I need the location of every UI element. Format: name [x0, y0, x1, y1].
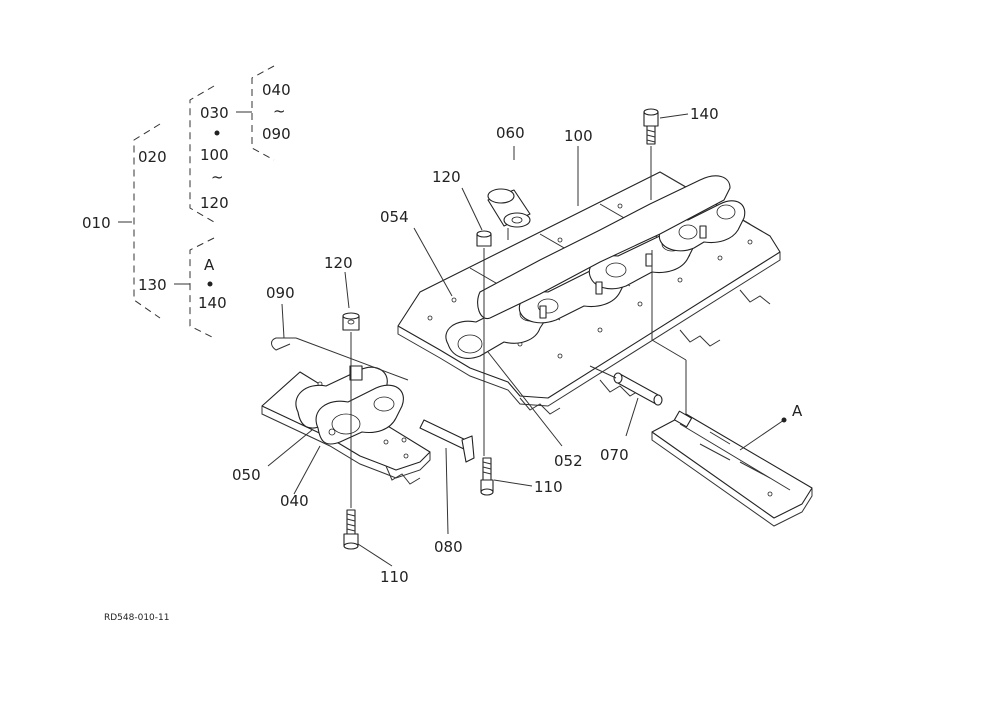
tree-group-b-dot [207, 281, 213, 287]
callout-bushing: 060 [496, 124, 525, 142]
callout-nut-lower: 120 [324, 254, 353, 272]
tree-branch-a-label: 020 [138, 148, 167, 166]
cotter-pin-part [271, 337, 296, 351]
callout-link-left: 040 [280, 492, 309, 510]
tree-group-a-bottom: 120 [200, 194, 229, 212]
pin-part [613, 372, 663, 406]
track-assembly [397, 171, 781, 415]
callout-cotter-pin: 090 [266, 284, 295, 302]
bolt-mid-part [480, 457, 494, 496]
tree-group-a-tilde: ~ [211, 168, 224, 186]
tree-subgroup-tilde: ~ [273, 102, 286, 120]
callout-bolt-top: 140 [690, 105, 719, 123]
callout-rubber-pad: A [792, 402, 803, 420]
nut-lower-part [342, 312, 360, 331]
callout-link-right: 052 [554, 452, 583, 470]
tree-subgroup-top: 040 [262, 81, 291, 99]
tree-group-a-mid: 100 [200, 146, 229, 164]
tree-root-label: 010 [82, 214, 111, 232]
track-upper-links [477, 175, 731, 320]
track-pin-bosses [539, 225, 707, 319]
shoe-assembly [261, 365, 431, 485]
tree-subgroup-bottom: 090 [262, 125, 291, 143]
callout-nut-upper: 120 [432, 168, 461, 186]
callout-shoe: 050 [232, 466, 261, 484]
nut-upper-part [476, 230, 492, 247]
callout-bolt-bottom: 110 [380, 568, 409, 586]
callout-labels: 140 060 100 120 054 120 090 A 052 070 11… [232, 105, 803, 586]
callout-clip: 080 [434, 538, 463, 556]
bolt-bottom-part [343, 509, 359, 550]
callout-pin: 070 [600, 446, 629, 464]
callout-link-shoe: 054 [380, 208, 409, 226]
tree-group-a-dot [214, 130, 220, 136]
tree-group-a-top: 030 [200, 104, 229, 122]
callout-bolt-mid: 110 [534, 478, 563, 496]
callout-pin-chain: 100 [564, 127, 593, 145]
tree-group-b-bottom: 140 [198, 294, 227, 312]
assembly-tree: 010 020 130 030 100 ~ 120 040 ~ 090 A 14… [82, 65, 291, 339]
clip-part [419, 419, 475, 463]
pad-a-dot [781, 417, 787, 423]
bushing-part [487, 188, 531, 228]
leader-lines [267, 113, 785, 567]
rubber-pad-part [651, 410, 813, 527]
tree-branch-b-label: 130 [138, 276, 167, 294]
tree-group-b-top: A [204, 256, 215, 274]
bolt-top-part [643, 108, 659, 145]
track-plate-holes [427, 203, 753, 359]
drawing-code: RD548-010-11 [104, 613, 170, 623]
